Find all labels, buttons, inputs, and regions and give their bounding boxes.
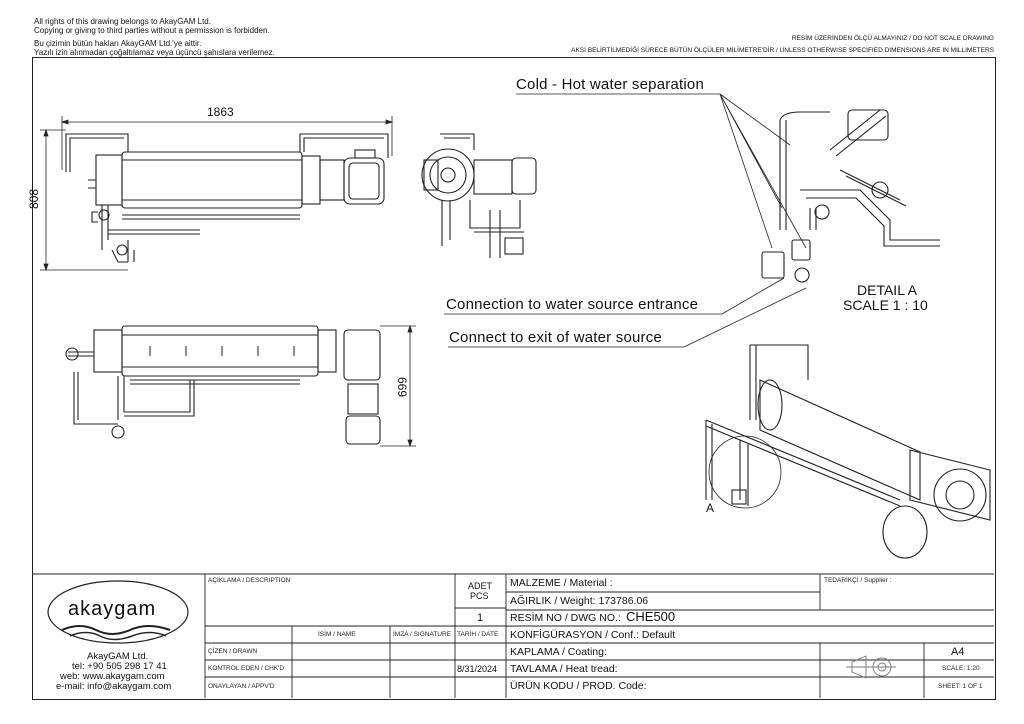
signature-column-label: İMZA / SIGNATURE — [393, 631, 452, 638]
front-view — [65, 133, 389, 263]
material-field: MALZEME / Material : — [510, 577, 613, 589]
weight-field: AĞIRLIK / Weight: 173786.06 — [510, 595, 649, 607]
date-value: 8/31/2024 — [457, 664, 498, 674]
dwg-value: CHE500 — [626, 609, 676, 624]
product-code-field: ÜRÜN KODU / PROD. Code: — [510, 680, 647, 692]
copyright-en-1: All rights of this drawing belongs to Ak… — [34, 17, 211, 26]
detail-marker: A — [706, 501, 715, 515]
coating-field: KAPLAMA / Coating: — [510, 646, 607, 658]
scale-field: SCALE: 1:20 — [942, 665, 980, 672]
checked-label: KONTROL EDEN / CHK'D — [208, 665, 285, 672]
approved-label: ONAYLAYAN / APPV'D — [208, 683, 275, 690]
detail-title: DETAIL A — [857, 282, 917, 298]
drawn-label: ÇİZEN / DRAWN — [208, 648, 258, 655]
callout-cold-hot: Cold - Hot water separation — [516, 76, 704, 93]
top-view — [65, 325, 381, 445]
copyright-tr-1: Bu çizimin bütün hakları AkayGAM Ltd.'ye… — [34, 39, 202, 48]
sheet-field: SHEET: 1 OF 1 — [938, 683, 983, 690]
company-logo — [47, 580, 189, 644]
drawing-frame — [32, 57, 996, 700]
units-note: AKSİ BELİRTİLMEDİĞİ SÜRECE BÜTÜN ÖLÇÜLER… — [571, 47, 994, 54]
description-label: AÇIKLAMA / DESCRIPTION — [208, 577, 291, 584]
isometric-view — [705, 344, 991, 559]
company-web: web: www.akaygam.com — [60, 671, 165, 682]
heat-treat-field: TAVLAMA / Heat tread: — [510, 663, 618, 675]
supplier-label: TEDARİKÇİ / Supplier : — [824, 577, 892, 584]
company-tel: tel: +90 505 298 17 41 — [72, 661, 167, 672]
copyright-en-2: Copying or giving to third parties witho… — [34, 26, 270, 35]
callout-exit: Connect to exit of water source — [449, 329, 662, 346]
qty-label-2: PCS — [470, 591, 489, 601]
dimension-length: 1863 — [207, 105, 234, 119]
logo-text: akaygam — [68, 598, 157, 620]
detail-scale: SCALE 1 : 10 — [843, 297, 928, 313]
paper-size: A4 — [951, 646, 965, 658]
side-view — [421, 133, 537, 258]
dwg-label: RESİM NO / DWG NO.: — [510, 612, 621, 624]
qty-label-1: ADET — [468, 581, 493, 591]
do-not-scale-note: RESİM ÜZERİNDEN ÖLÇÜ ALMAYINIZ / DO NOT … — [791, 35, 994, 42]
date-column-label: TARİH / DATE — [457, 631, 499, 638]
qty-value: 1 — [477, 612, 484, 624]
callout-entrance: Connection to water source entrance — [446, 296, 699, 313]
company-email: e-mail: info@akaygam.com — [56, 681, 172, 692]
projection-symbol — [846, 655, 896, 679]
copyright-tr-2: Yazılı izin alınmadan çoğaltılamaz veya … — [34, 48, 275, 57]
configuration-field: KONFİGÜRASYON / Conf.: Default — [510, 629, 676, 641]
company-name: AkayGAM Ltd. — [87, 651, 149, 662]
name-column-label: İSİM / NAME — [318, 631, 356, 638]
